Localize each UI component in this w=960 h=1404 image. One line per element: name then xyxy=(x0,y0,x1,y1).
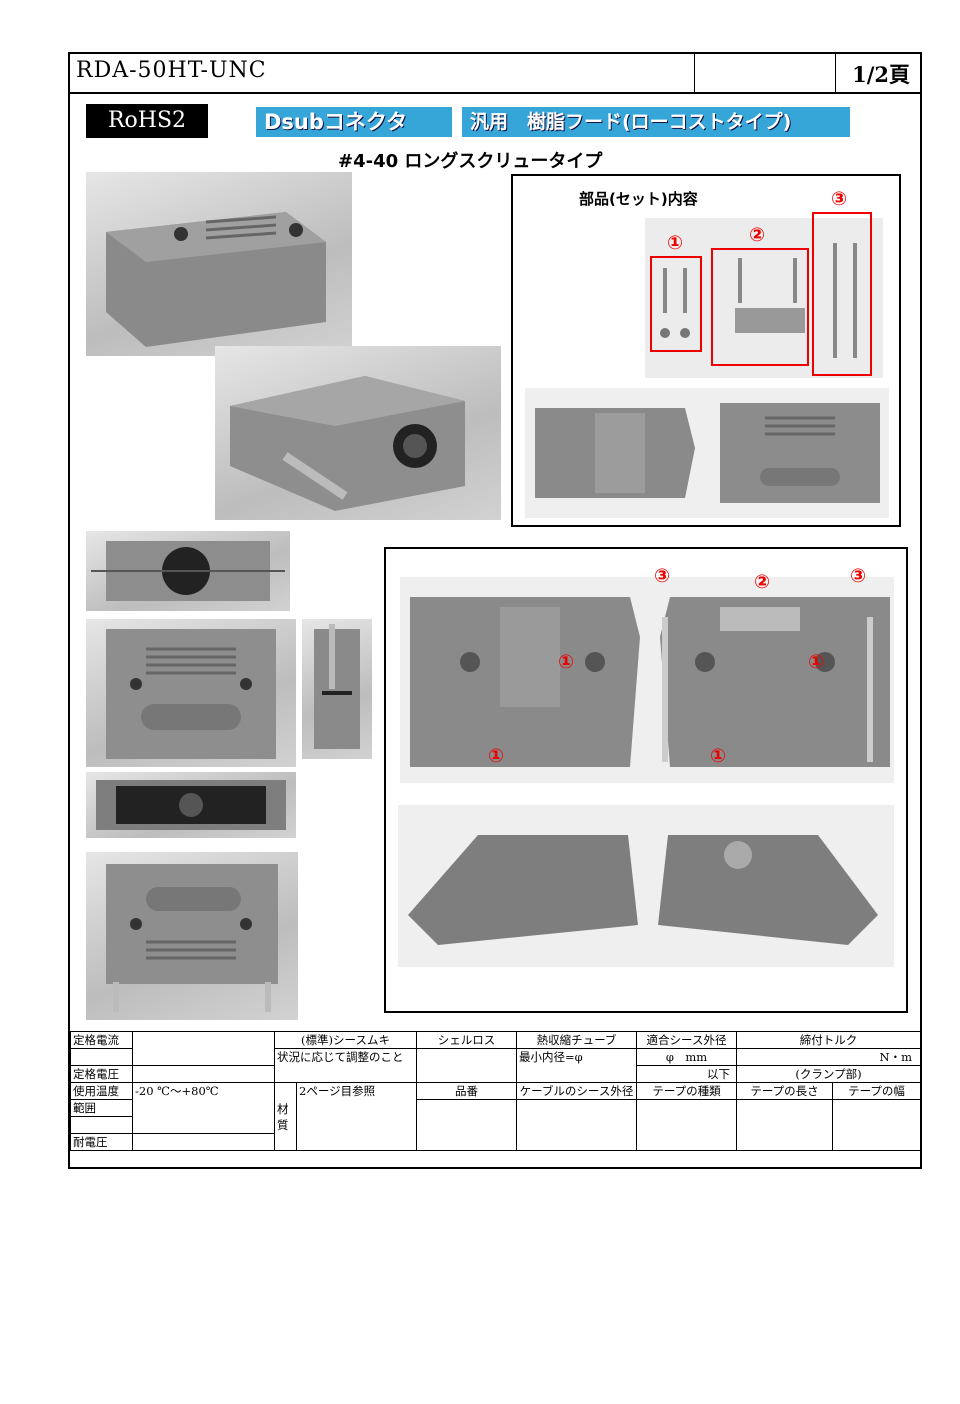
tape-length-value xyxy=(736,1099,833,1151)
hood-halves-photo xyxy=(525,388,889,518)
title-dsub: Dsubコネクタ xyxy=(256,107,452,137)
material-reference: 2ページ目参照 xyxy=(296,1082,417,1151)
rated-current-value xyxy=(132,1031,275,1066)
shield-strip-head: (標準)シースムキ xyxy=(274,1031,417,1049)
part-no-head: 品番 xyxy=(416,1082,517,1100)
spec-sheet: RDA-50HT-UNC 1/2頁 RoHS2 Dsubコネクタ 汎用 樹脂フー… xyxy=(68,52,922,1169)
temp-range-value: -20 ℃～+80℃ xyxy=(132,1082,275,1134)
tape-type-head: テープの種類 xyxy=(636,1082,737,1100)
temp-range-label-2: 範囲 xyxy=(70,1099,133,1117)
withstand-voltage-label: 耐電圧 xyxy=(70,1133,133,1151)
part-3-marker: ③ xyxy=(831,188,848,210)
page-number: 1/2頁 xyxy=(852,62,910,87)
torque-note: (クランプ部) xyxy=(736,1065,921,1083)
parts-set-box: 部品(セット)内容 ① ② ③ xyxy=(511,174,901,527)
model-number: RDA-50HT-UNC xyxy=(76,58,267,83)
product-photo-front xyxy=(86,531,290,611)
shell-loss-value xyxy=(416,1048,517,1083)
assembly-marker-1-b: ① xyxy=(808,651,825,673)
shield-strip-note: 状況に応じて調整のこと xyxy=(274,1048,417,1083)
title-hood: 汎用 樹脂フード(ローコストタイプ) xyxy=(462,107,850,137)
sheath-od-below: 以下 xyxy=(636,1065,737,1083)
header-blank-cell xyxy=(694,54,836,92)
cable-od-head: ケーブルのシース外径 xyxy=(516,1082,637,1100)
product-photo-top xyxy=(86,619,296,767)
product-photo-angle-2 xyxy=(215,346,501,520)
torque-unit: N・m xyxy=(736,1048,921,1066)
min-inner-diameter: 最小内径=φ xyxy=(516,1048,637,1083)
assembly-marker-1-c: ① xyxy=(488,745,505,767)
assembly-marker-3-left: ③ xyxy=(654,565,671,587)
part-2-frame xyxy=(711,248,809,366)
assembly-photo-top xyxy=(400,577,894,783)
rated-current-label: 定格電流 xyxy=(70,1031,133,1049)
shell-loss-head: シェルロス xyxy=(416,1031,517,1049)
part-2-marker: ② xyxy=(749,224,766,246)
assembly-marker-2: ② xyxy=(754,571,771,593)
header-row: RDA-50HT-UNC 1/2頁 xyxy=(70,54,920,94)
product-photo-back xyxy=(86,772,296,838)
product-photo-side xyxy=(302,619,372,759)
spec-table: 定格電流 (標準)シースムキ シェルロス 熱収縮チューブ 適合シース外径 締付ト… xyxy=(70,1031,921,1151)
part-3-frame xyxy=(812,212,872,376)
tape-width-value xyxy=(832,1099,921,1151)
part-no-value xyxy=(416,1099,517,1151)
assembly-photo-bottom xyxy=(398,805,894,967)
assembly-marker-1-d: ① xyxy=(710,745,727,767)
sheath-od-head: 適合シース外径 xyxy=(636,1031,737,1049)
subtitle: #4-40 ロングスクリュータイプ xyxy=(338,151,603,172)
rated-current-label-cont xyxy=(70,1048,133,1066)
temp-range-blank xyxy=(70,1116,133,1134)
part-1-marker: ① xyxy=(667,232,684,254)
heat-shrink-head: 熱収縮チューブ xyxy=(516,1031,637,1049)
withstand-voltage-value xyxy=(132,1133,275,1151)
torque-head: 締付トルク xyxy=(736,1031,921,1049)
tape-width-head: テープの幅 xyxy=(832,1082,921,1100)
assembly-marker-3-right: ③ xyxy=(850,565,867,587)
material-label: 材質 xyxy=(274,1082,297,1151)
rated-voltage-label: 定格電圧 xyxy=(70,1065,133,1083)
assembly-box: ③ ② ③ ① ① ① ① xyxy=(384,547,908,1013)
part-1-frame xyxy=(650,256,702,352)
assembly-marker-1-a: ① xyxy=(558,651,575,673)
parts-set-label: 部品(セット)内容 xyxy=(579,190,698,208)
temp-range-label-1: 使用温度 xyxy=(70,1082,133,1100)
rohs-badge: RoHS2 xyxy=(86,104,208,138)
tape-type-value xyxy=(636,1099,737,1151)
sheath-od-value: φ mm xyxy=(636,1048,737,1066)
tape-length-head: テープの長さ xyxy=(736,1082,833,1100)
product-photo-angle-1 xyxy=(86,172,352,356)
rated-voltage-value xyxy=(132,1065,275,1083)
product-photo-bottom xyxy=(86,852,298,1020)
cable-od-value xyxy=(516,1099,637,1151)
